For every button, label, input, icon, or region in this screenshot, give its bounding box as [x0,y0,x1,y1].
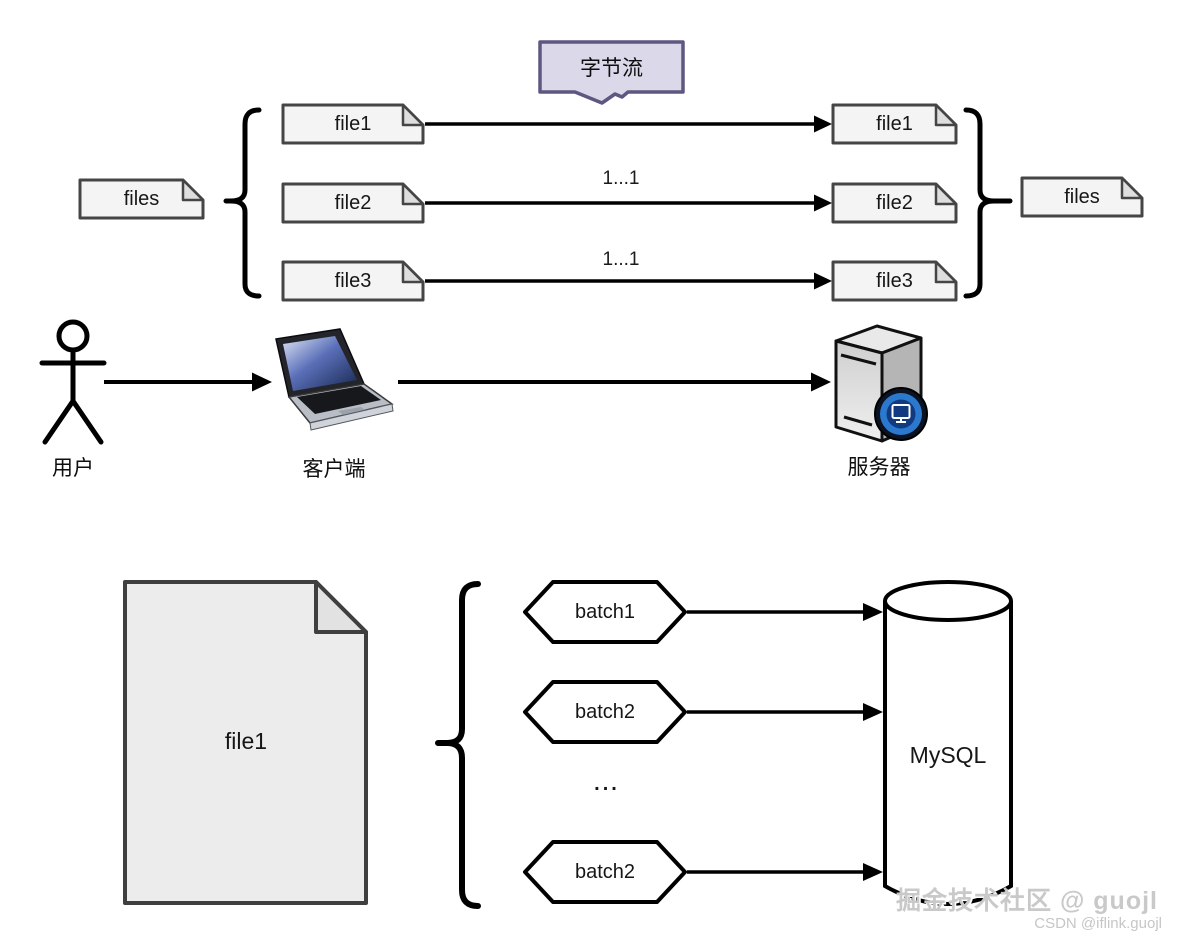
badge-monitor-stand [896,418,906,423]
batch1-to-db-arrow [687,603,883,621]
arrow-head-icon [811,372,831,392]
transfer-arrow-2 [425,194,832,212]
batch-hexagon-2 [523,680,687,744]
transfer-arrow-1 [425,115,832,133]
grouping-brace-left [223,107,262,299]
cylinder-top [883,580,1013,622]
arrow-head-icon [252,372,272,392]
laptop-screen [283,336,357,391]
client-laptop-icon [275,328,394,431]
folded-corner-icon [934,182,958,206]
note-body [831,182,958,224]
laptop-front-edge [309,403,394,431]
server-slot-1 [840,353,877,366]
folded-corner-icon [401,182,425,206]
laptop-touchpad [338,407,368,416]
batch2-to-db-arrow [687,703,883,721]
bottom-section [123,580,1013,909]
mysql-database-cylinder [883,580,1013,906]
actor-head [56,319,90,353]
note-body [281,182,425,224]
note-body [281,260,425,302]
file1-document [123,580,368,905]
folded-corner-icon [401,260,425,284]
note-body [831,260,958,302]
arrow-head-icon [814,272,832,290]
user-actor-icon [39,319,107,445]
note-body [1020,176,1144,218]
user-to-client-arrow [104,372,272,392]
file-note-right-2 [831,182,958,224]
server-slot-2 [843,415,873,427]
arrow-head-icon [814,115,832,133]
file-note-left-1 [281,103,425,145]
grouping-brace-right [963,107,1013,299]
arrow-head-icon [863,863,883,881]
batch3-to-db-arrow [687,863,883,881]
note-body [831,103,958,145]
note-body [281,103,425,145]
client-to-server-arrow [398,372,831,392]
arrow-head-icon [863,603,883,621]
batch-hexagon-1 [523,580,687,644]
note-body [78,178,205,220]
transfer-arrow-3 [425,272,832,290]
files-note-left [78,178,205,220]
batch-hexagon-3 [523,840,687,904]
file-note-right-1 [831,103,958,145]
actor-body [39,347,107,445]
server-front-face [834,339,884,443]
laptop-keyboard [297,386,381,414]
file-note-left-2 [281,182,425,224]
server-icon [834,324,928,443]
server-monitor-badge-icon [874,387,928,441]
folded-corner-icon [314,580,368,634]
folded-corner-icon [181,178,205,202]
arrow-head-icon [863,703,883,721]
file-note-left-3 [281,260,425,302]
folded-corner-icon [934,260,958,284]
files-note-right [1020,176,1144,218]
byte-stream-callout [538,40,685,105]
folded-corner-icon [401,103,425,127]
document-body [123,580,368,905]
badge-inner [886,399,916,429]
arrow-head-icon [814,194,832,212]
file-note-right-3 [831,260,958,302]
middle-section [39,319,928,445]
cylinder-body [883,601,1013,906]
folded-corner-icon [934,103,958,127]
grouping-brace-batches [435,581,481,909]
folded-corner-icon [1120,176,1144,200]
top-section [78,40,1144,302]
